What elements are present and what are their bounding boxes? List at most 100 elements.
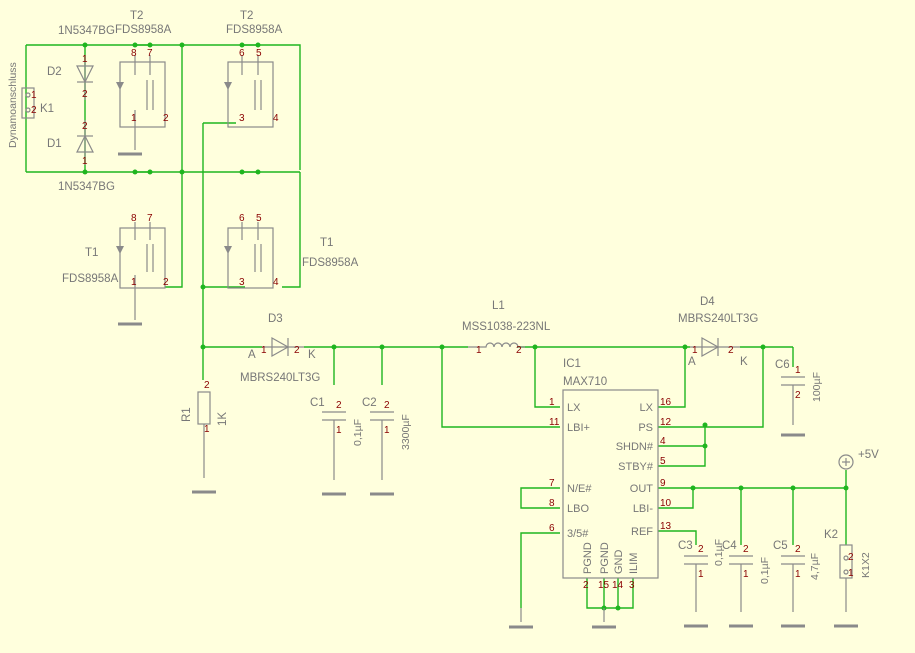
d4-value: MBRS240LT3G — [678, 313, 758, 325]
d4-anode: A — [688, 356, 696, 368]
ic1-pin-number: 15 — [598, 580, 610, 591]
diode-d3[interactable]: 1 2 A K D3 MBRS240LT3G — [240, 313, 320, 384]
ic1-pin-number: 6 — [549, 523, 555, 534]
capacitor-c1[interactable]: 2 1 C1 0,1µF — [310, 397, 364, 496]
t2b-pin3: 3 — [239, 113, 245, 124]
c3-value: 0,1µF — [713, 539, 725, 566]
capacitor-c6[interactable]: 1 2 C6 100µF — [775, 359, 823, 437]
d2-ref: D2 — [47, 66, 62, 78]
t1b-value: FDS8958A — [302, 257, 359, 269]
d1-value: 1N5347BG — [58, 181, 115, 193]
c6-value: 100µF — [811, 372, 823, 402]
c5-value: 4,7µF — [809, 553, 821, 580]
ic1-pin-name: OUT — [630, 483, 654, 495]
k1-value: Dynamoanschluss — [7, 62, 19, 148]
t2a-ref: T2 — [130, 10, 143, 22]
mosfet-t1a[interactable]: 8 7 1 2 T1 FDS8958A — [62, 213, 169, 326]
k2-ref: K2 — [824, 529, 838, 541]
ic1-pin-number: 7 — [549, 478, 555, 489]
d4-cathode: K — [740, 356, 748, 368]
capacitor-c2[interactable]: 2 1 C2 3300µF — [362, 397, 412, 496]
diode-d1[interactable]: 2 1 D1 1N5347BG — [47, 120, 115, 193]
ic1-pin-number: 16 — [660, 397, 672, 408]
r1-pin2: 2 — [204, 380, 210, 391]
ic1-pin-number: 14 — [612, 580, 624, 591]
t2b-value: FDS8958A — [226, 24, 283, 36]
ic1-pin-number: 5 — [660, 456, 666, 467]
ic1-pin-number: 9 — [660, 478, 666, 489]
t1a-pin2: 2 — [163, 277, 169, 288]
t2b-ref: T2 — [240, 10, 253, 22]
d3-pin1: 1 — [261, 345, 267, 356]
c4-pin2: 2 — [743, 544, 749, 555]
c4-value: 0,1µF — [759, 557, 771, 584]
c3-ref: C3 — [678, 540, 693, 552]
d3-ref: D3 — [268, 313, 283, 325]
t2a-pin8: 8 — [131, 48, 137, 59]
t1b-pin5: 5 — [256, 213, 262, 224]
c1-pin1: 1 — [336, 425, 342, 436]
ic1-pin-number: 13 — [660, 521, 672, 532]
ic1-pin-name: PGND — [599, 542, 611, 574]
c5-ref: C5 — [773, 540, 788, 552]
ic1-pin-number: 11 — [549, 417, 560, 428]
ic1-pin-name: SHDN# — [616, 441, 654, 453]
ic1-pin-number: 10 — [660, 498, 672, 509]
connector-k1[interactable]: 1 2 K1 Dynamoanschluss — [7, 62, 54, 148]
diode-d2[interactable]: 1 2 D2 1N5347BG — [47, 25, 115, 100]
t1a-pin8: 8 — [131, 213, 137, 224]
ic1-pin-name: LX — [567, 402, 581, 414]
mosfet-t2b[interactable]: 6 5 3 4 T2 FDS8958A — [224, 10, 283, 128]
capacitor-c4[interactable]: 2 1 C4 0,1µF — [722, 540, 771, 628]
c6-ref: C6 — [775, 359, 790, 371]
t2b-pin5: 5 — [256, 48, 262, 59]
ic1-pin-number: 1 — [549, 397, 555, 408]
t2b-pin6: 6 — [239, 48, 245, 59]
connector-k2[interactable]: 2 1 K2 K1X2 — [824, 529, 872, 628]
supply-5v: +5V — [838, 449, 879, 470]
mosfet-t2a[interactable]: 8 7 1 2 T2 FDS8958A — [115, 10, 172, 156]
ic1-value: MAX710 — [563, 376, 607, 388]
t2a-pin2: 2 — [163, 113, 169, 124]
d3-pin2: 2 — [294, 345, 300, 356]
c4-ref: C4 — [722, 540, 737, 552]
d2-value: 1N5347BG — [58, 25, 115, 37]
ic1-pin-name: N/E# — [567, 483, 592, 495]
d1-pin2: 2 — [82, 121, 88, 132]
ic1-pin-name: 3/5# — [567, 528, 589, 540]
capacitor-c3[interactable]: 2 1 C3 0,1µF — [678, 539, 725, 628]
c4-pin1: 1 — [743, 569, 749, 580]
capacitor-c5[interactable]: 2 1 C5 4,7µF — [773, 540, 821, 628]
ic1-pin-name: LBI- — [633, 503, 654, 515]
c3-pin1: 1 — [698, 569, 704, 580]
c6-pin1: 1 — [795, 365, 801, 376]
resistor-r1[interactable]: 2 1 R1 1K — [181, 380, 229, 494]
r1-pin1: 1 — [204, 424, 210, 435]
ic1-pin-name: GND — [613, 550, 625, 575]
c1-value: 0,1µF — [352, 419, 364, 446]
junctions — [82, 42, 849, 611]
c2-pin1: 1 — [384, 425, 390, 436]
mosfet-t1b[interactable]: 6 5 3 4 T1 FDS8958A — [224, 213, 359, 289]
ic1-pin-name: PGND — [582, 542, 594, 574]
diode-d4[interactable]: 1 2 A K D4 MBRS240LT3G — [678, 296, 758, 368]
l1-pin1: 1 — [476, 345, 482, 356]
c3-pin2: 2 — [698, 544, 704, 555]
d4-ref: D4 — [700, 296, 715, 308]
k1-ref: K1 — [40, 103, 54, 115]
t1b-ref: T1 — [320, 237, 333, 249]
ic1-pin-name: LX — [640, 402, 654, 414]
d4-pin1: 1 — [692, 345, 698, 356]
wires — [25, 44, 847, 609]
ic1-pin-name: LBO — [567, 503, 589, 515]
inductor-l1[interactable]: 1 2 L1 MSS1038-223NL — [462, 300, 551, 356]
c6-pin2: 2 — [795, 390, 801, 401]
c2-value: 3300µF — [400, 414, 412, 450]
k2-pin2: 2 — [848, 552, 854, 563]
t1a-pin1: 1 — [131, 277, 137, 288]
c1-ref: C1 — [310, 397, 325, 409]
